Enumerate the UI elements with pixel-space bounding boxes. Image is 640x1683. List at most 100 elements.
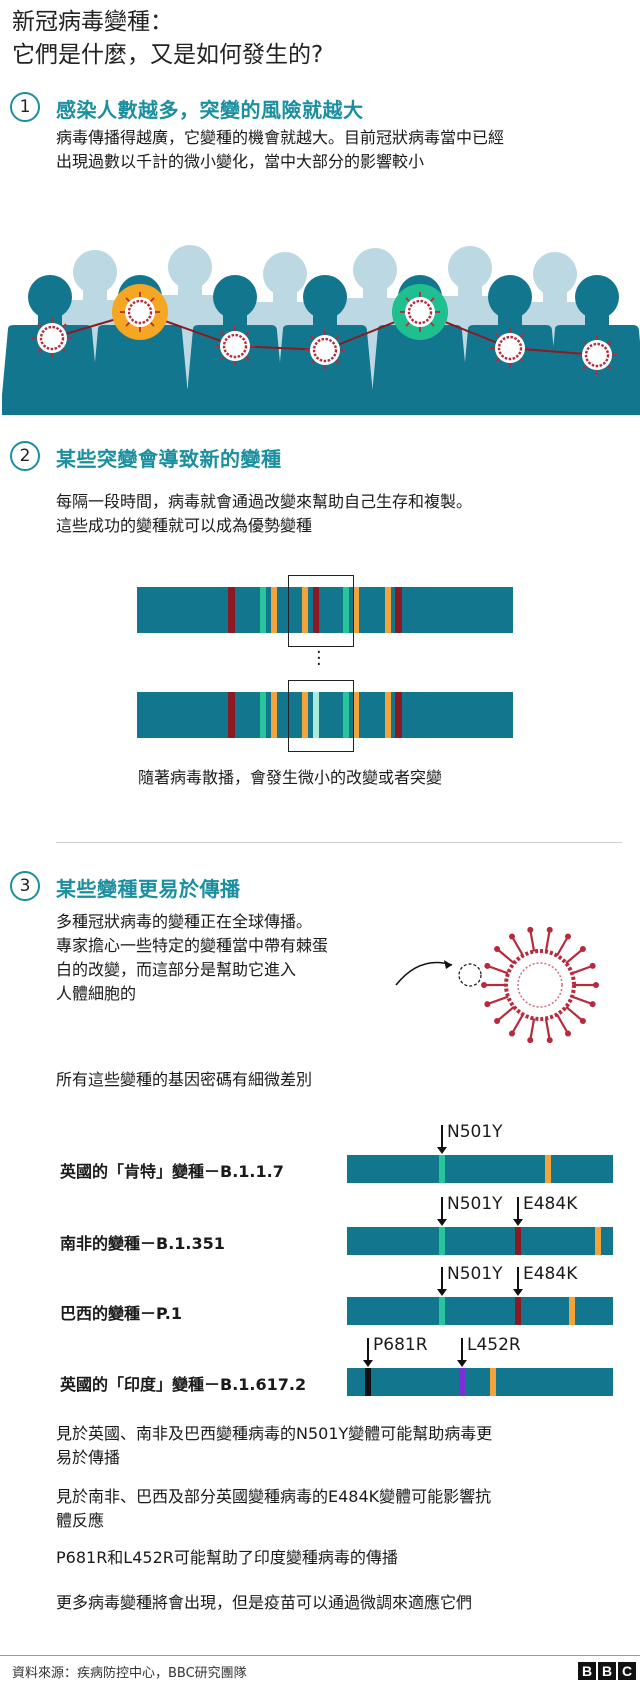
stripe-orange: [353, 692, 359, 738]
note-e484k-line-2: 體反應: [56, 1511, 105, 1530]
variant-genome-bar: [347, 1155, 613, 1183]
stripe-orange: [271, 692, 277, 738]
section-2-heading: 某些突變會導致新的變種: [56, 447, 282, 471]
spike: [487, 994, 511, 1006]
mutation-arrow: [441, 1197, 443, 1223]
note-n501y-line-1: 見於英國、南非及巴西變種病毒的N501Y變體可能幫助病毒更: [56, 1424, 493, 1443]
spike-tip: [546, 1037, 553, 1044]
note-n501y-line-2: 易於傳播: [56, 1448, 121, 1467]
section-3-body-line-3: 白的改變，而這部分是幫助它進入: [56, 960, 297, 979]
mutation-label: N501Y: [447, 1194, 503, 1214]
pointer-arrow: [395, 961, 453, 986]
bbc-logo-letter: C: [618, 1662, 636, 1680]
section-1-number: 1: [10, 92, 40, 122]
mutation-stripe: [365, 1368, 371, 1396]
stripe-red: [228, 692, 235, 738]
genome-bar-original: [137, 587, 513, 633]
mutation-label: N501Y: [447, 1264, 503, 1284]
spike: [563, 1004, 584, 1022]
mutation-stripe: [459, 1368, 465, 1396]
bbc-logo-letter: B: [578, 1662, 596, 1680]
mutation-stripe: [439, 1227, 445, 1255]
stripe-red: [313, 587, 319, 633]
mutation-arrow: [441, 1125, 443, 1151]
stripe-new-mutation: [313, 692, 319, 738]
section-2-number: 2: [10, 441, 40, 471]
mutation-arrow: [367, 1338, 369, 1364]
mutation-arrow: [517, 1267, 519, 1293]
spike-tip: [527, 926, 534, 933]
section-2-body: 每隔一段時間，病毒就會通過改變來幫助自己生存和複製。 這些成功的變種就可以成為優…: [56, 490, 472, 538]
mutation-label: E484K: [523, 1194, 578, 1214]
section-1-body-line-1: 病毒傳播得越廣，它變種的機會就越大。目前冠狀病毒當中已經: [56, 128, 505, 147]
note-n501y: 見於英國、南非及巴西變種病毒的N501Y變體可能幫助病毒更 易於傳播: [56, 1422, 492, 1470]
spike-protein-highlight: [458, 963, 482, 987]
section-2-caption: 隨著病毒散播，會發生微小的改變或者突變: [138, 768, 443, 787]
variant-label: 英國的「肯特」變種－B.1.1.7: [60, 1162, 284, 1181]
variant-genome-bar: [347, 1368, 613, 1396]
stripe-red: [228, 587, 235, 633]
note-p681r: P681R和L452R可能幫助了印度變種病毒的傳播: [56, 1548, 398, 1567]
arrow-down-icon: [513, 1219, 523, 1226]
arrow-down-icon: [437, 1289, 447, 1296]
spike-tip: [593, 982, 599, 988]
spike: [529, 1016, 536, 1041]
mutation-stripe: [490, 1368, 496, 1396]
section-3-heading: 某些變種更易於傳播: [56, 877, 241, 901]
spike-tip: [527, 1037, 534, 1044]
stripe-orange: [271, 587, 277, 633]
mutation-stripe: [439, 1297, 445, 1325]
mutation-arrow: [517, 1197, 519, 1223]
title-line-2: 它們是什麼，又是如何發生的?: [12, 42, 324, 68]
stripe-green: [260, 587, 266, 633]
stripe-orange: [302, 587, 308, 633]
arrow-down-icon: [363, 1360, 373, 1367]
spike-tip: [509, 1030, 515, 1037]
highlight-box-top: [288, 575, 354, 647]
spike-tip: [509, 933, 515, 940]
note-more-variants: 更多病毒變種將會出現，但是疫苗可以通過微調來適應它們: [56, 1593, 473, 1612]
stripe-orange: [353, 587, 359, 633]
mutation-label: L452R: [467, 1335, 521, 1355]
stripe-orange: [302, 692, 308, 738]
section-3-body-line-2: 專家擔心一些特定的變種當中帶有棘蛋: [56, 936, 329, 955]
spike-tip: [579, 1017, 586, 1024]
mutation-stripe: [545, 1155, 551, 1183]
section-3-body-line-1: 多種冠狀病毒的變種正在全球傳播。: [56, 912, 313, 931]
arrow-down-icon: [437, 1147, 447, 1154]
virus-core: [517, 962, 563, 1008]
spiky-virus-icon: [481, 926, 599, 1044]
source-credit: 資料來源：疾病防控中心，BBC研究團隊: [12, 1666, 247, 1681]
mutation-arrow: [441, 1267, 443, 1293]
mutation-stripe: [595, 1227, 601, 1255]
spike: [563, 948, 584, 966]
bbc-logo-letter: B: [598, 1662, 616, 1680]
mutation-label: N501Y: [447, 1122, 503, 1142]
arrow-down-icon: [513, 1289, 523, 1296]
variant-label: 南非的變種－B.1.351: [60, 1234, 225, 1253]
spike-tip: [579, 946, 586, 953]
spike: [487, 964, 511, 976]
arrow-head: [444, 960, 452, 969]
spike-tip: [494, 1017, 501, 1024]
arrow-down-icon: [437, 1219, 447, 1226]
arrow-down-icon: [457, 1360, 467, 1367]
variant-label: 英國的「印度」變種－B.1.617.2: [60, 1375, 307, 1394]
stripe-orange: [385, 587, 391, 633]
stripe-red: [395, 692, 402, 738]
spike-tip: [589, 1001, 596, 1008]
spike-tip: [494, 946, 501, 953]
page-title: 新冠病毒變種： 它們是什麼，又是如何發生的?: [12, 6, 323, 72]
section-2-body-line-1: 每隔一段時間，病毒就會通過改變來幫助自己生存和複製。: [56, 492, 473, 511]
spike-tip: [589, 962, 596, 969]
mutation-arrow: [461, 1338, 463, 1364]
note-e484k-line-1: 見於南非、巴西及部分英國變種病毒的E484K變體可能影響抗: [56, 1487, 492, 1506]
spike-tip: [565, 933, 571, 940]
spike-tip: [484, 962, 491, 969]
section-3-body: 多種冠狀病毒的變種正在全球傳播。 專家擔心一些特定的變種當中帶有棘蛋 白的改變，…: [56, 910, 328, 1006]
stripe-green: [260, 692, 266, 738]
note-e484k: 見於南非、巴西及部分英國變種病毒的E484K變體可能影響抗 體反應: [56, 1485, 491, 1533]
title-line-1: 新冠病毒變種：: [12, 9, 173, 35]
section-divider: [56, 842, 622, 843]
variant-genome-bar: [347, 1297, 613, 1325]
